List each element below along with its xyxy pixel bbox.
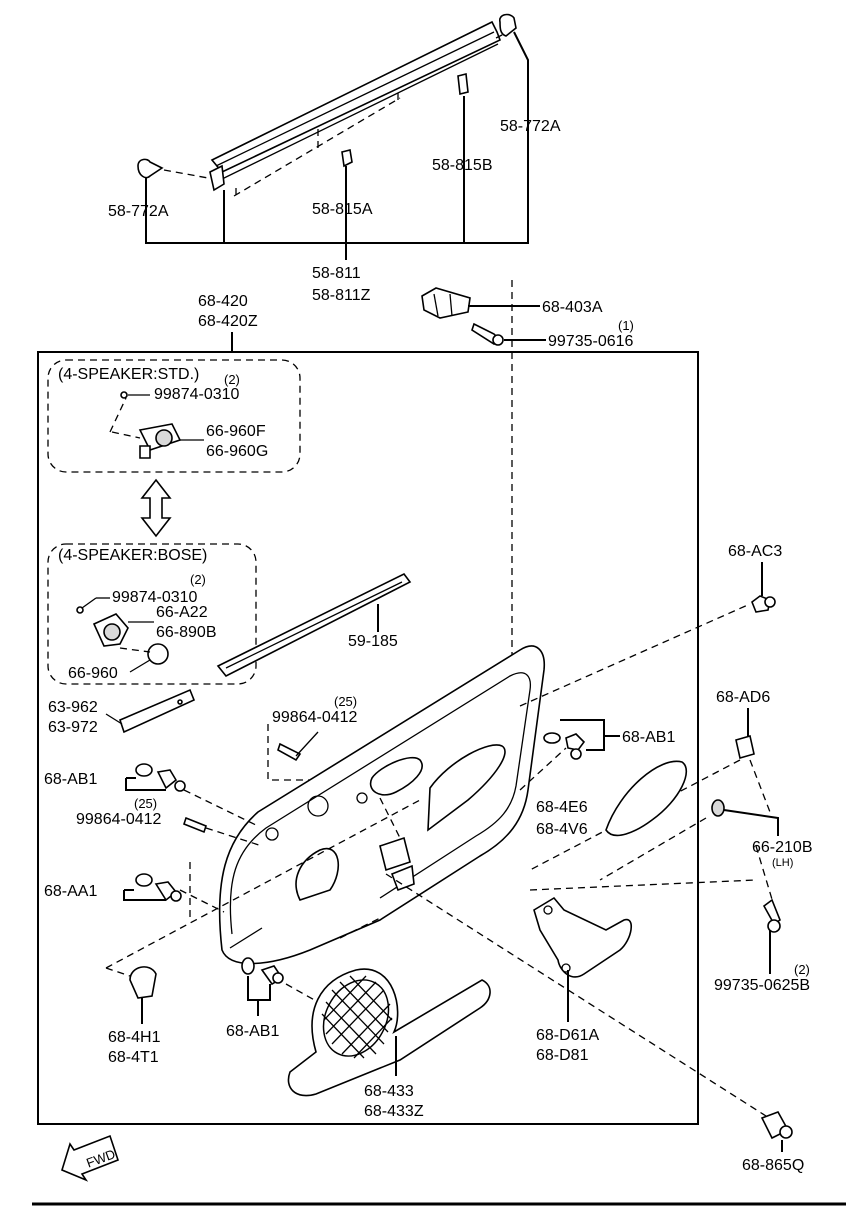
left-screw-icon bbox=[183, 816, 207, 834]
fastener-left-icon bbox=[137, 158, 209, 179]
inner-strip-icon bbox=[216, 572, 412, 678]
clip-ad6-icon bbox=[735, 734, 755, 760]
armrest-pad-icon bbox=[605, 760, 687, 837]
bose-cover-icon bbox=[92, 613, 129, 647]
clip-b-label: 58-815B bbox=[432, 157, 493, 174]
screw-lower-label: 99735-0625B bbox=[714, 977, 810, 994]
std-speaker-box bbox=[47, 359, 301, 473]
clip-b-icon bbox=[457, 73, 469, 95]
pull-handle-icon bbox=[533, 896, 632, 978]
weatherstrip-outer bbox=[209, 20, 502, 200]
trim-panel-label-2: 68-420Z bbox=[198, 313, 258, 330]
clip-ab1-left-icon bbox=[135, 763, 186, 792]
std-tweeter-label-1: 66-960F bbox=[206, 423, 266, 440]
clip-ab1-bottom-label: 68-AB1 bbox=[226, 1023, 279, 1040]
fastener-right-icon bbox=[495, 13, 517, 39]
bose-tweeter-icon bbox=[119, 643, 169, 665]
speaker-grille-icon bbox=[287, 968, 491, 1097]
cap-label-1: 68-4H1 bbox=[108, 1029, 161, 1046]
garnish-label-2: 63-972 bbox=[48, 719, 98, 736]
bose-screw-icon bbox=[76, 606, 84, 614]
screw-top-icon bbox=[471, 322, 504, 346]
bose-cover-label-1: 66-A22 bbox=[156, 604, 208, 621]
garnish-icon bbox=[119, 688, 196, 734]
bose-tweeter-label: 66-960 bbox=[68, 665, 118, 682]
weatherstrip-label-1: 58-811 bbox=[312, 265, 361, 282]
trim-panel-frame bbox=[37, 351, 699, 1125]
std-tweeter-icon bbox=[109, 397, 182, 459]
std-box-title: (4-SPEAKER:STD.) bbox=[58, 366, 199, 383]
clip-865-label: 68-865Q bbox=[742, 1157, 804, 1174]
std-screw-qty: (2) bbox=[224, 372, 240, 387]
door-trim-panel bbox=[218, 645, 545, 965]
std-screw-label: 99874-0310 bbox=[154, 386, 240, 403]
clip-aa1-icon bbox=[135, 873, 182, 902]
clip-aa1-label: 68-AA1 bbox=[44, 883, 97, 900]
clip-ac3-label: 68-AC3 bbox=[728, 543, 782, 560]
clip-ab1-bottom-icon bbox=[241, 957, 284, 986]
clip-ac3-icon bbox=[751, 595, 776, 613]
fwd-arrow-icon: FWD bbox=[61, 1134, 119, 1182]
handle-bracket-label: 68-403A bbox=[542, 299, 603, 316]
clip-ab1-left-label: 68-AB1 bbox=[44, 771, 97, 788]
screw-top-label: 99735-0616 bbox=[548, 333, 634, 350]
std-tweeter-label-2: 66-960G bbox=[206, 443, 268, 460]
mid-screw-label: 99864-0412 bbox=[272, 709, 358, 726]
bracket-210-note: (LH) bbox=[772, 857, 793, 869]
bracket-210-icon bbox=[711, 799, 725, 817]
clip-a-label: 58-815A bbox=[312, 201, 373, 218]
clip-ad6-label: 68-AD6 bbox=[716, 689, 770, 706]
cap-icon bbox=[129, 966, 157, 999]
clip-a-icon bbox=[341, 149, 353, 168]
armrest-pad-label-2: 68-4V6 bbox=[536, 821, 588, 838]
bracket-210-label: 66-210B bbox=[752, 839, 813, 856]
clip-ab1-right-label: 68-AB1 bbox=[622, 729, 675, 746]
cap-label-2: 68-4T1 bbox=[108, 1049, 159, 1066]
speaker-grille-label-2: 68-433Z bbox=[364, 1103, 424, 1120]
garnish-label-1: 63-962 bbox=[48, 699, 98, 716]
clip-ab1-right-icon bbox=[543, 732, 586, 760]
fastener-right-label: 58-772A bbox=[500, 118, 561, 135]
bose-screw-label: 99874-0310 bbox=[112, 589, 198, 606]
trim-panel-label-1: 68-420 bbox=[198, 293, 248, 310]
screw-lower-qty: (2) bbox=[794, 962, 810, 977]
inner-strip-label: 59-185 bbox=[348, 633, 398, 650]
alternative-arrow-icon bbox=[140, 478, 172, 538]
bose-screw-qty: (2) bbox=[190, 572, 206, 587]
armrest-pad-label-1: 68-4E6 bbox=[536, 799, 588, 816]
screw-top-qty: (1) bbox=[618, 318, 634, 333]
std-screw-icon bbox=[120, 391, 128, 399]
screw-lower-icon bbox=[762, 898, 781, 933]
speaker-grille-label-1: 68-433 bbox=[364, 1083, 414, 1100]
handle-bracket-icon bbox=[421, 287, 471, 319]
bose-speaker-box bbox=[47, 543, 257, 685]
weatherstrip-label-2: 58-811Z bbox=[312, 287, 371, 304]
pull-handle-label-2: 68-D81 bbox=[536, 1047, 589, 1064]
mid-screw-qty: (25) bbox=[334, 694, 357, 709]
pull-handle-label-1: 68-D61A bbox=[536, 1027, 599, 1044]
left-screw-qty: (25) bbox=[134, 796, 157, 811]
bose-box-title: (4-SPEAKER:BOSE) bbox=[58, 547, 207, 564]
clip-865-icon bbox=[760, 1111, 793, 1140]
bose-cover-label-2: 66-890B bbox=[156, 624, 217, 641]
mid-screw-icon bbox=[277, 731, 319, 762]
fastener-left-label: 58-772A bbox=[108, 203, 169, 220]
left-screw-label: 99864-0412 bbox=[76, 811, 162, 828]
